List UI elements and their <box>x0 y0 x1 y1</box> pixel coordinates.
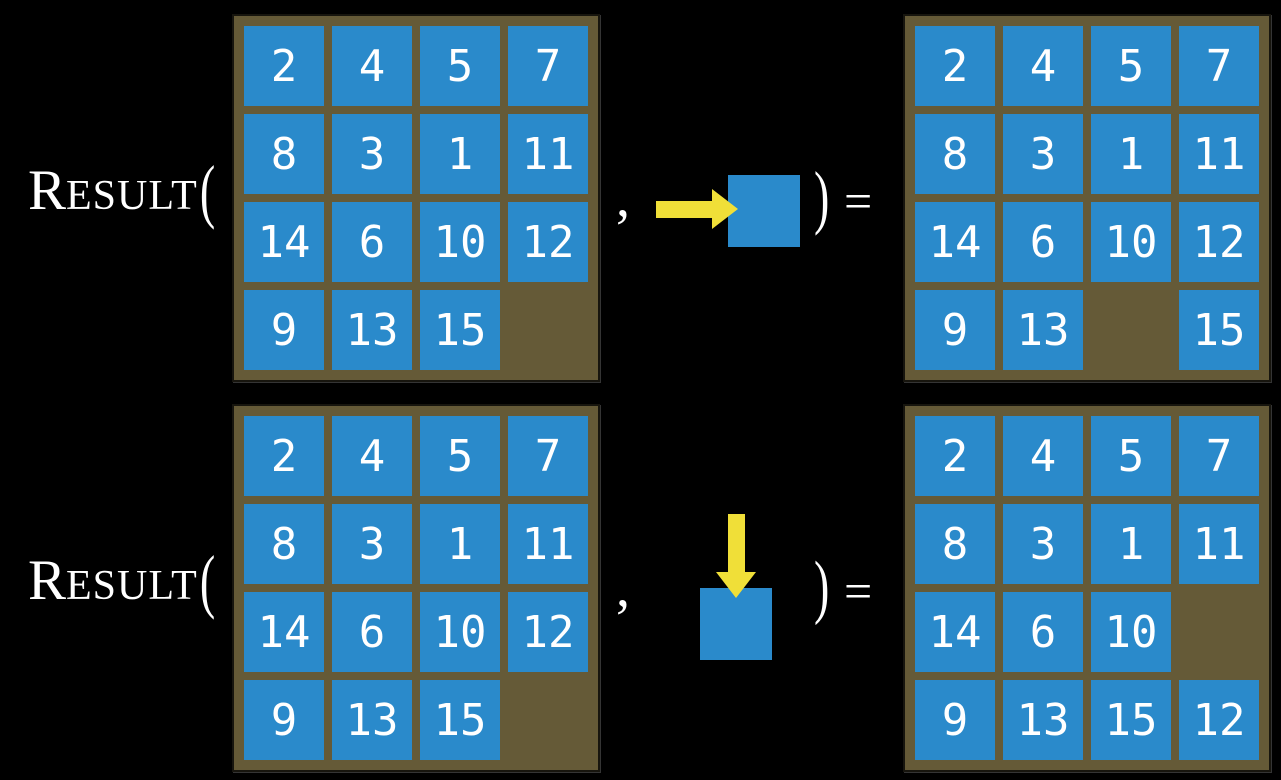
puzzle-tile-10: 10 <box>420 202 500 282</box>
puzzle-tile-3: 3 <box>1003 504 1083 584</box>
puzzle-tile-14: 14 <box>244 592 324 672</box>
puzzle-tile-2: 2 <box>244 26 324 106</box>
puzzle-tile-7: 7 <box>1179 26 1259 106</box>
puzzle-tile-11: 11 <box>508 114 588 194</box>
puzzle-tile-7: 7 <box>1179 416 1259 496</box>
puzzle-tile-3: 3 <box>332 114 412 194</box>
puzzle-tile-4: 4 <box>1003 416 1083 496</box>
puzzle-tile-6: 6 <box>1003 202 1083 282</box>
puzzle-tile-2: 2 <box>915 26 995 106</box>
puzzle-tile-1: 1 <box>420 504 500 584</box>
open-paren: ( <box>199 151 216 231</box>
puzzle-tile-11: 11 <box>1179 114 1259 194</box>
puzzle-tile-14: 14 <box>244 202 324 282</box>
puzzle-tile-15: 15 <box>420 680 500 760</box>
result-function-label-2: RESULT( <box>28 545 215 616</box>
puzzle-tile-3: 3 <box>332 504 412 584</box>
puzzle-tile-6: 6 <box>332 202 412 282</box>
puzzle-tile-7: 7 <box>508 26 588 106</box>
puzzle-tile-15: 15 <box>1091 680 1171 760</box>
puzzle-tile-13: 13 <box>332 290 412 370</box>
function-name-rest: ESULT <box>66 563 198 609</box>
puzzle-tile-15: 15 <box>420 290 500 370</box>
puzzle-tile-10: 10 <box>420 592 500 672</box>
puzzle-tile-6: 6 <box>1003 592 1083 672</box>
puzzle-tile-2: 2 <box>915 416 995 496</box>
puzzle-tile-4: 4 <box>332 26 412 106</box>
puzzle-tile-8: 8 <box>244 504 324 584</box>
open-paren: ( <box>199 541 216 621</box>
puzzle-tile-1: 1 <box>420 114 500 194</box>
puzzle-tile-12: 12 <box>1179 680 1259 760</box>
puzzle-tile-10: 10 <box>1091 592 1171 672</box>
equals-sign-2: = <box>844 563 873 619</box>
right-arrow-icon <box>656 201 714 218</box>
blank-cell <box>508 290 588 370</box>
puzzle-tile-8: 8 <box>244 114 324 194</box>
puzzle-tile-3: 3 <box>1003 114 1083 194</box>
puzzle-tile-14: 14 <box>915 202 995 282</box>
puzzle-tile-6: 6 <box>332 592 412 672</box>
puzzle-tile-9: 9 <box>244 290 324 370</box>
comma-separator-1: , <box>616 167 630 229</box>
puzzle-tile-1: 1 <box>1091 114 1171 194</box>
puzzle-tile-9: 9 <box>915 290 995 370</box>
close-paren-2: ) <box>814 546 830 626</box>
blank-cell <box>1179 592 1259 672</box>
puzzle-tile-4: 4 <box>332 416 412 496</box>
puzzle-tile-10: 10 <box>1091 202 1171 282</box>
puzzle-tile-13: 13 <box>1003 680 1083 760</box>
puzzle-tile-12: 12 <box>508 592 588 672</box>
down-arrow-icon <box>728 514 745 572</box>
blank-cell <box>508 680 588 760</box>
equals-sign-1: = <box>844 173 873 229</box>
puzzle-tile-15: 15 <box>1179 290 1259 370</box>
puzzle-tile-1: 1 <box>1091 504 1171 584</box>
function-name-cap: R <box>28 159 67 222</box>
close-paren-1: ) <box>814 156 830 236</box>
puzzle-tile-14: 14 <box>915 592 995 672</box>
puzzle-tile-5: 5 <box>420 416 500 496</box>
move-tile-1 <box>728 175 800 247</box>
puzzle-tile-12: 12 <box>1179 202 1259 282</box>
puzzle-tile-13: 13 <box>1003 290 1083 370</box>
function-name-cap: R <box>28 549 67 612</box>
puzzle-tile-12: 12 <box>508 202 588 282</box>
puzzle-tile-9: 9 <box>244 680 324 760</box>
blank-cell <box>1091 290 1171 370</box>
puzzle-tile-8: 8 <box>915 114 995 194</box>
puzzle-tile-9: 9 <box>915 680 995 760</box>
puzzle-tile-5: 5 <box>420 26 500 106</box>
puzzle-tile-7: 7 <box>508 416 588 496</box>
puzzle-tile-4: 4 <box>1003 26 1083 106</box>
puzzle-tile-5: 5 <box>1091 416 1171 496</box>
result-function-label-1: RESULT( <box>28 155 215 226</box>
function-name-rest: ESULT <box>66 173 198 219</box>
puzzle-tile-2: 2 <box>244 416 324 496</box>
puzzle-tile-13: 13 <box>332 680 412 760</box>
puzzle-tile-11: 11 <box>508 504 588 584</box>
right-arrow-head-icon <box>712 189 738 229</box>
puzzle-tile-11: 11 <box>1179 504 1259 584</box>
move-tile-2 <box>700 588 772 660</box>
puzzle-tile-5: 5 <box>1091 26 1171 106</box>
down-arrow-head-icon <box>716 572 756 598</box>
comma-separator-2: , <box>616 557 630 619</box>
puzzle-tile-8: 8 <box>915 504 995 584</box>
